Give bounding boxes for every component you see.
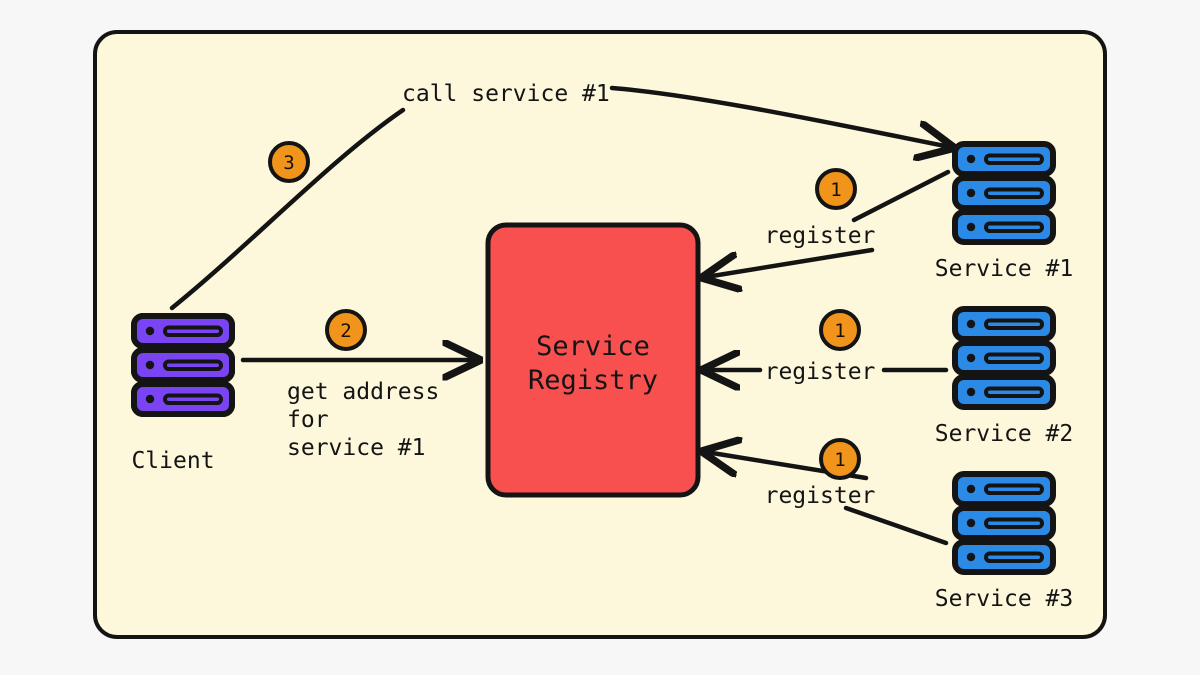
service-3-label: Service #3 [935, 586, 1073, 612]
server-stack-icon [952, 471, 1056, 575]
step-badge-3: 3 [268, 141, 310, 183]
server-stack-icon [952, 306, 1056, 410]
step-badge-2: 2 [325, 309, 367, 351]
service-2-label: Service #2 [935, 421, 1073, 447]
step-badge-1c-label: 1 [834, 449, 845, 471]
service-1-node[interactable]: Service #1 [935, 141, 1073, 282]
edge-get-address-label-line3: service #1 [287, 435, 425, 461]
edge-register-1-path-a [851, 169, 951, 223]
client-label: Client [131, 448, 214, 474]
step-badge-3-label: 3 [283, 152, 294, 174]
edge-register-3-path-a [843, 505, 949, 546]
service-registry-label-line1: Service [536, 331, 650, 362]
edge-get-address-label-line1: get address [287, 379, 439, 405]
edge-call-service-path-2 [609, 85, 950, 147]
step-badge-1a-label: 1 [830, 179, 841, 201]
server-stack-icon [134, 316, 232, 414]
edge-call-service-label: call service #1 [402, 81, 610, 107]
service-registry-node[interactable]: Service Registry [485, 222, 701, 498]
service-3-node[interactable]: Service #3 [935, 471, 1073, 612]
edge-register-3-label: register [765, 483, 876, 509]
step-badge-1a: 1 [815, 168, 857, 210]
step-badge-1b-label: 1 [834, 320, 845, 342]
edge-call-service-path [169, 107, 406, 311]
edge-get-address-label-line2: for [287, 407, 329, 433]
step-badge-2-label: 2 [340, 320, 351, 342]
service-registry-label-line2: Registry [528, 365, 658, 396]
edge-register-1-label: register [765, 223, 876, 249]
edge-register-1-path-b [706, 247, 875, 277]
step-badge-1c: 1 [819, 438, 861, 480]
edge-register-2-label: register [765, 359, 876, 385]
service-2-node[interactable]: Service #2 [935, 306, 1073, 447]
edge-layer [169, 85, 951, 546]
server-stack-icon [952, 141, 1056, 245]
service-1-label: Service #1 [935, 256, 1073, 282]
step-badge-1b: 1 [819, 309, 861, 351]
service-registry-box[interactable] [485, 222, 701, 498]
